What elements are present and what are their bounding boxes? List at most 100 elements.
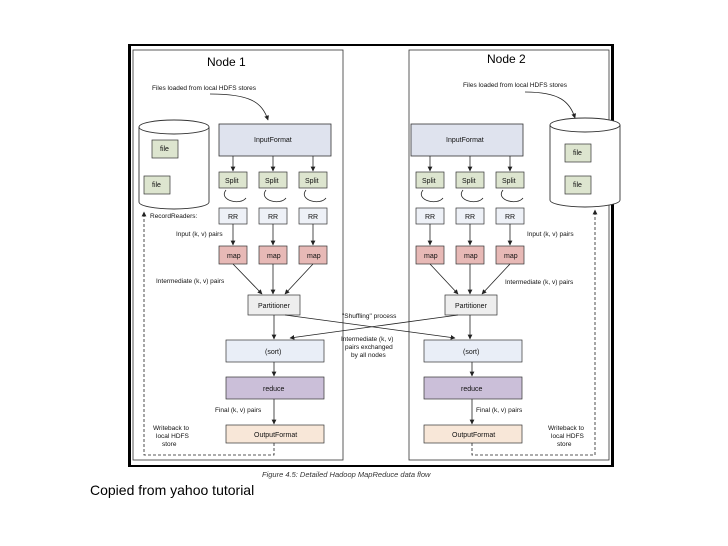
sort-node2: (sort) (423, 339, 523, 363)
sort-to-reduce-arrows (271, 362, 475, 377)
split-label: Split (502, 178, 516, 185)
files-loaded-label-node2: Files loaded from local HDFS stores (463, 82, 568, 89)
rr-box: RR (298, 207, 328, 225)
rr-box: RR (495, 207, 525, 225)
map-box: map (258, 245, 288, 265)
writeback-label-node1-line3: store (162, 441, 177, 448)
node1-container (132, 49, 344, 461)
map-label: map (464, 253, 478, 260)
output-format-label: OutputFormat (254, 432, 297, 439)
file-box-rect (143, 175, 171, 195)
reduce-node2: reduce (423, 376, 523, 400)
sort-label: (sort) (265, 349, 281, 356)
map-box: map (455, 245, 485, 265)
diagram-sheet (131, 46, 611, 465)
input-format-node2: InputFormat (410, 123, 524, 157)
file-box: file (564, 143, 592, 163)
partitioner-node1: Partitioner (247, 294, 301, 316)
file-box: file (143, 175, 171, 195)
rr-label: RR (425, 214, 435, 221)
input-pairs-label-node2: Input (k, v) pairs (527, 231, 574, 238)
rr-label: RR (268, 214, 278, 221)
map-boxes: map map map map map map (218, 245, 525, 265)
split-label: Split (462, 178, 476, 185)
node2-container (408, 49, 610, 461)
split-box: Split (495, 171, 525, 189)
split-label: Split (265, 178, 279, 185)
map-box: map (495, 245, 525, 265)
node1-title: Node 1 (207, 55, 246, 69)
file-box-rect (564, 175, 592, 195)
reduce-label: reduce (461, 386, 483, 393)
rr-label: RR (308, 214, 318, 221)
map-label: map (424, 253, 438, 260)
split-box: Split (298, 171, 328, 189)
file-box-rect (564, 143, 592, 163)
partitioner-label: Partitioner (455, 303, 488, 310)
load-arrow-node1 (209, 93, 269, 121)
input-format-node1: InputFormat (218, 123, 332, 157)
rr-box: RR (218, 207, 248, 225)
writeback-label-node2-line1: Writeback to (548, 425, 584, 432)
rr-label: RR (505, 214, 515, 221)
figure-caption: Figure 4.5: Detailed Hadoop MapReduce da… (262, 470, 431, 479)
source-note: Copied from yahoo tutorial (90, 482, 255, 498)
file-label: file (152, 182, 161, 189)
split-box: Split (455, 171, 485, 189)
sort-label: (sort) (463, 349, 479, 356)
split-box: Split (415, 171, 445, 189)
split-box: Split (218, 171, 248, 189)
reduce-to-output-arrows (271, 399, 475, 425)
writeback-path-node2 (471, 209, 598, 456)
rr-to-map-arrows (230, 224, 513, 246)
load-arrow-node2 (524, 91, 577, 119)
rr-boxes: RR RR RR RR RR RR (218, 207, 525, 225)
writeback-label-node1-line2: local HDFS (156, 433, 190, 440)
map-to-partitioner-arrows (232, 263, 511, 295)
partitioner-label: Partitioner (258, 303, 291, 310)
map-label: map (307, 253, 321, 260)
map-label: map (267, 253, 281, 260)
files-loaded-label-node1: Files loaded from local HDFS stores (152, 85, 257, 92)
map-label: map (227, 253, 241, 260)
rr-box: RR (455, 207, 485, 225)
exchanged-label-line1: Intermediate (k, v) (341, 336, 393, 343)
exchanged-label-line2: pairs exchanged (345, 344, 393, 351)
shuffling-label: "Shuffling" process (342, 313, 397, 320)
record-readers-label: RecordReaders: (150, 213, 198, 220)
map-box: map (415, 245, 445, 265)
file-label: file (160, 146, 169, 153)
file-label: file (573, 182, 582, 189)
node2-title: Node 2 (487, 52, 526, 66)
input-pairs-label-node1: Input (k, v) pairs (176, 231, 223, 238)
output-format-node2: OutputFormat (423, 424, 523, 444)
input-format-label: InputFormat (254, 137, 292, 144)
final-pairs-label-node2: Final (k, v) pairs (476, 407, 523, 414)
rr-label: RR (465, 214, 475, 221)
hdfs-store-node1 (138, 119, 210, 210)
writeback-label-node2-line2: local HDFS (551, 433, 585, 440)
file-box-rect (151, 139, 179, 159)
file-box: file (564, 175, 592, 195)
split-label: Split (305, 178, 319, 185)
output-format-label: OutputFormat (452, 432, 495, 439)
shuffle-arrows (271, 314, 473, 340)
split-label: Split (225, 178, 239, 185)
split-label: Split (422, 178, 436, 185)
partitioner-node2: Partitioner (444, 294, 498, 316)
map-box: map (218, 245, 248, 265)
input-to-split-arrows (230, 156, 513, 172)
rr-box: RR (415, 207, 445, 225)
map-label: map (504, 253, 518, 260)
writeback-label-node2-line3: store (557, 441, 572, 448)
final-pairs-label-node1: Final (k, v) pairs (215, 407, 262, 414)
split-boxes: Split Split Split Split Split Split (218, 171, 525, 189)
reduce-node1: reduce (225, 376, 325, 400)
sort-node1: (sort) (225, 339, 325, 363)
writeback-label-node1-line1: Writeback to (153, 425, 189, 432)
map-box: map (298, 245, 328, 265)
exchanged-label-line3: by all nodes (351, 352, 386, 359)
intermediate-pairs-label-node2: Intermediate (k, v) pairs (505, 279, 574, 286)
writeback-path-node1 (141, 211, 275, 456)
